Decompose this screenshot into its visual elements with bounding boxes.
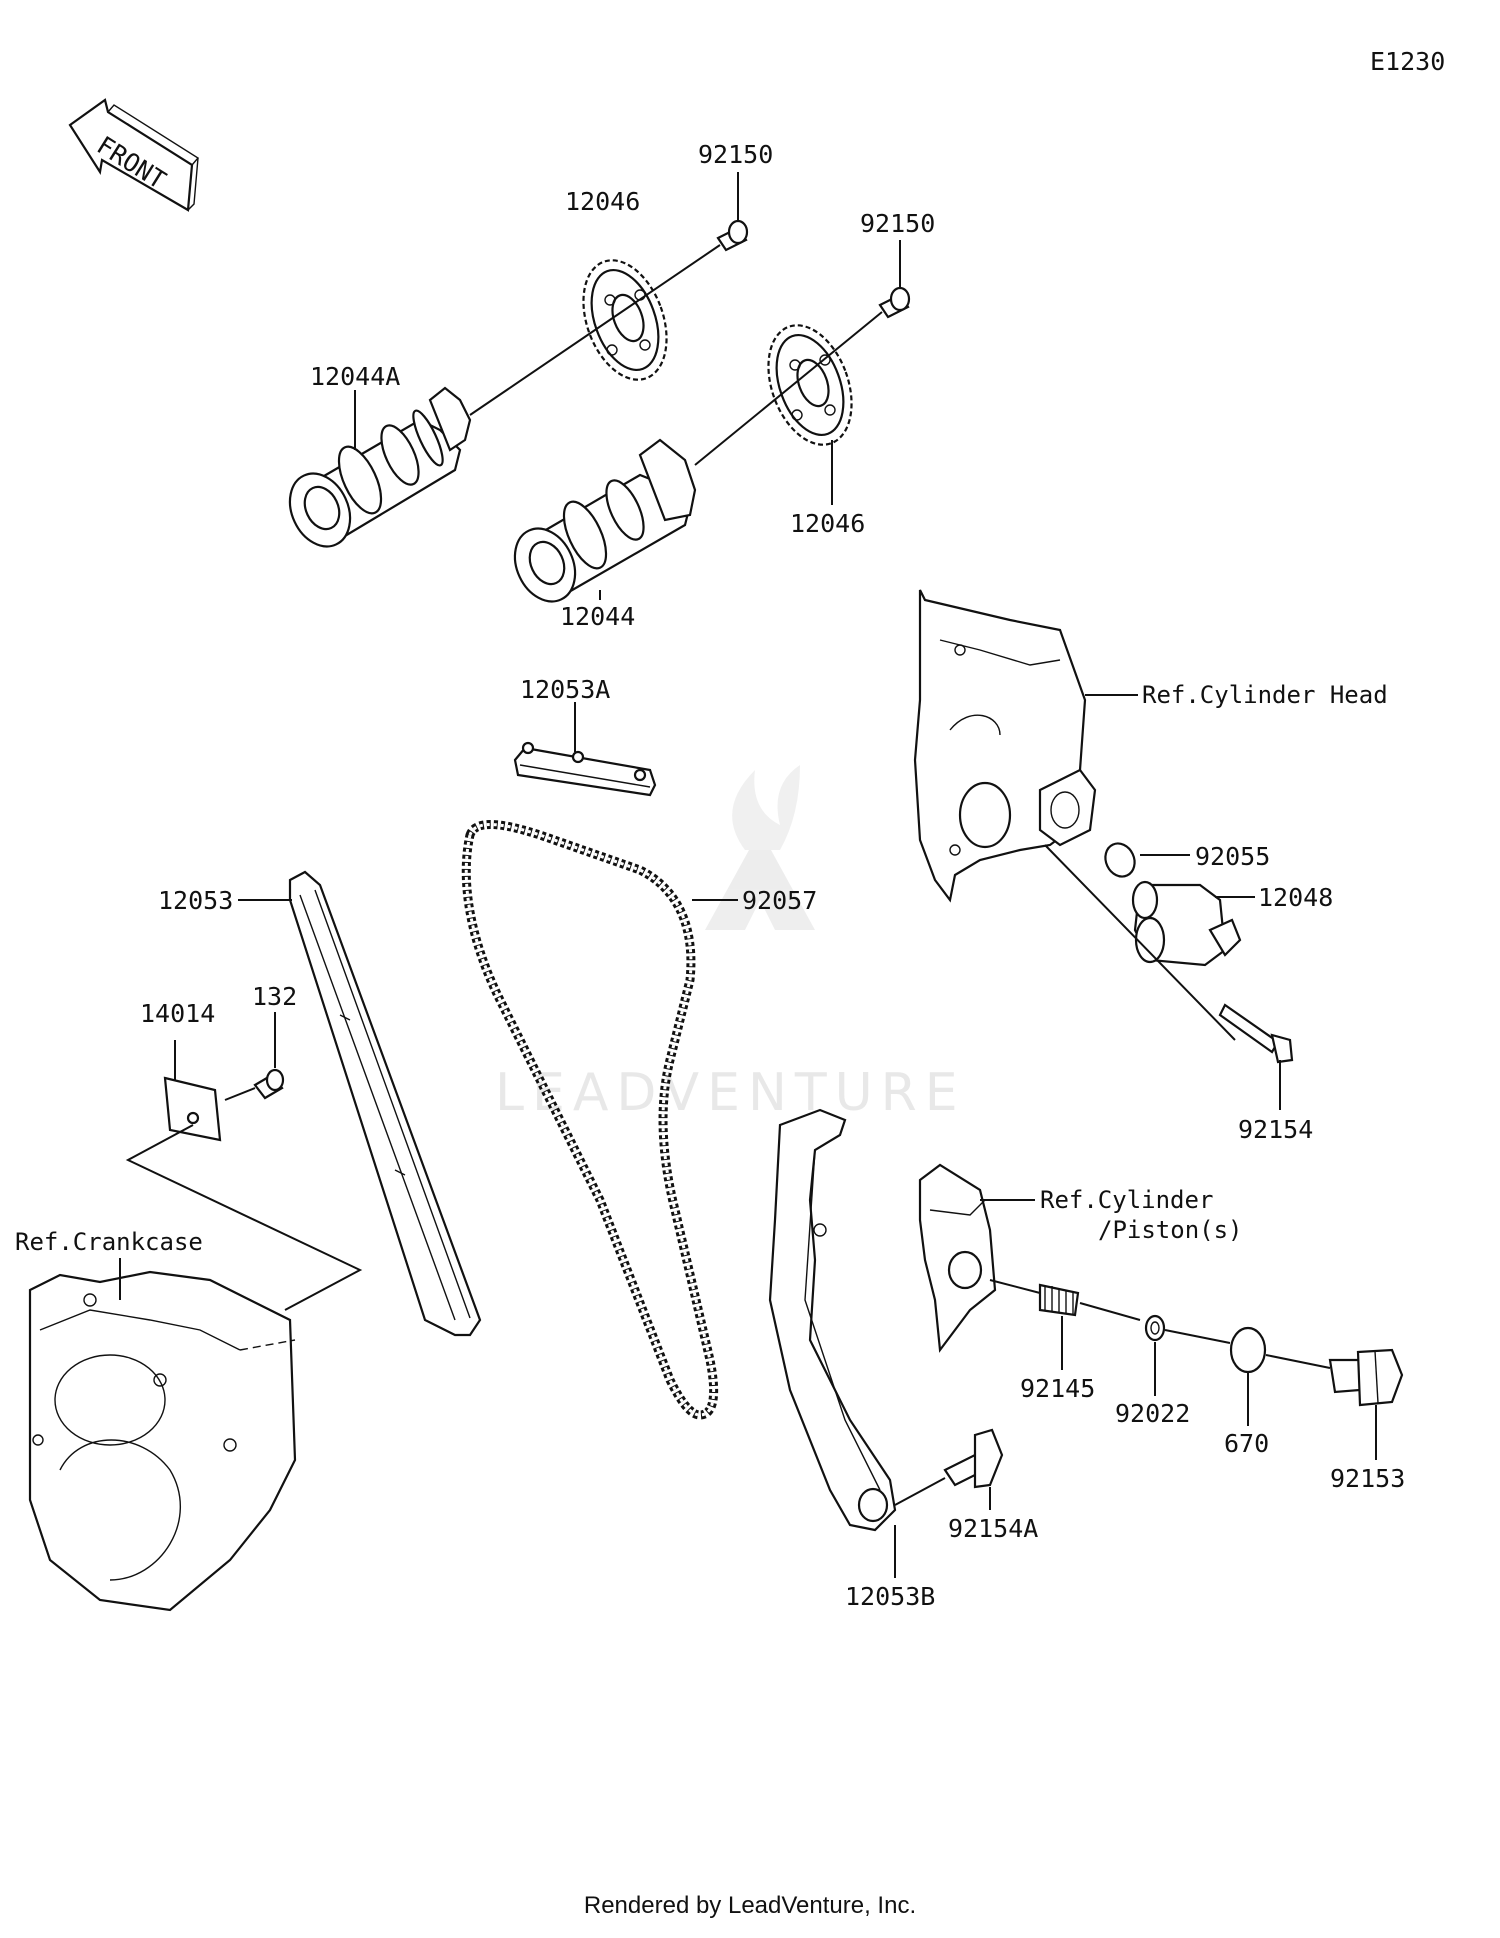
tensioner-12048[interactable] [1131,880,1242,967]
label-132: 132 [252,982,297,1011]
label-92057: 92057 [742,886,817,915]
crankcase-reference [28,1270,297,1612]
chain-guide-12053a[interactable] [513,741,657,797]
label-92022: 92022 [1115,1399,1190,1428]
screw-132[interactable] [253,1068,285,1100]
chain-guide-12053b[interactable] [768,1108,897,1532]
ref-cylinder-line2: /Piston(s) [1098,1216,1243,1244]
cam-chain-92057[interactable] [461,820,719,1420]
label-14014: 14014 [140,999,215,1028]
label-12053: 12053 [158,886,233,915]
front-arrow-icon: FRONT [68,98,200,212]
label-92150-a: 92150 [698,140,773,169]
label-670: 670 [1224,1429,1269,1458]
label-12044: 12044 [560,602,635,631]
label-12048: 12048 [1258,883,1333,912]
watermark-text: LEADVENTURE [495,1063,966,1123]
label-12046-a: 12046 [565,187,640,216]
ref-cylinder-line1: Ref.Cylinder [1040,1186,1213,1214]
oring-92055[interactable] [1100,839,1140,882]
leadventure-watermark: LEADVENTURE [495,765,966,1123]
spring-92145[interactable] [1038,1283,1080,1317]
cylinder-piston-reference [918,1163,997,1353]
diagram-code: E1230 [1370,47,1445,76]
camshaft-12044a[interactable] [279,386,472,556]
footer-credit: Rendered by LeadVenture, Inc. [583,1892,917,1919]
camshaft-12044[interactable] [504,438,697,611]
bolt-92150-a[interactable] [716,219,749,252]
washer-92022[interactable] [1144,1314,1166,1342]
bolt-92154[interactable] [1218,1003,1294,1064]
gasket-670[interactable] [1229,1326,1267,1374]
label-92150-b: 92150 [860,209,935,238]
label-92145: 92145 [1020,1374,1095,1403]
label-12053a: 12053A [520,675,610,704]
cylinder-head-reference [913,589,1097,903]
plate-14014[interactable] [163,1076,222,1142]
label-92154: 92154 [1238,1115,1313,1144]
plug-92153[interactable] [1328,1348,1404,1407]
label-12044a: 12044A [310,362,400,391]
label-12053b: 12053B [845,1582,935,1611]
chain-guide-12053[interactable] [288,870,482,1337]
sprocket-12046-b[interactable] [753,314,867,457]
label-92153: 92153 [1330,1464,1405,1493]
bolt-92150-b[interactable] [878,286,911,319]
label-92055: 92055 [1195,842,1270,871]
bolt-92154a[interactable] [943,1428,1004,1489]
ref-crankcase: Ref.Crankcase [15,1228,203,1256]
label-12046-b: 12046 [790,509,865,538]
ref-cylinder-head: Ref.Cylinder Head [1142,681,1388,709]
sprocket-12046-a[interactable] [568,249,682,392]
label-92154a: 92154A [948,1514,1038,1543]
